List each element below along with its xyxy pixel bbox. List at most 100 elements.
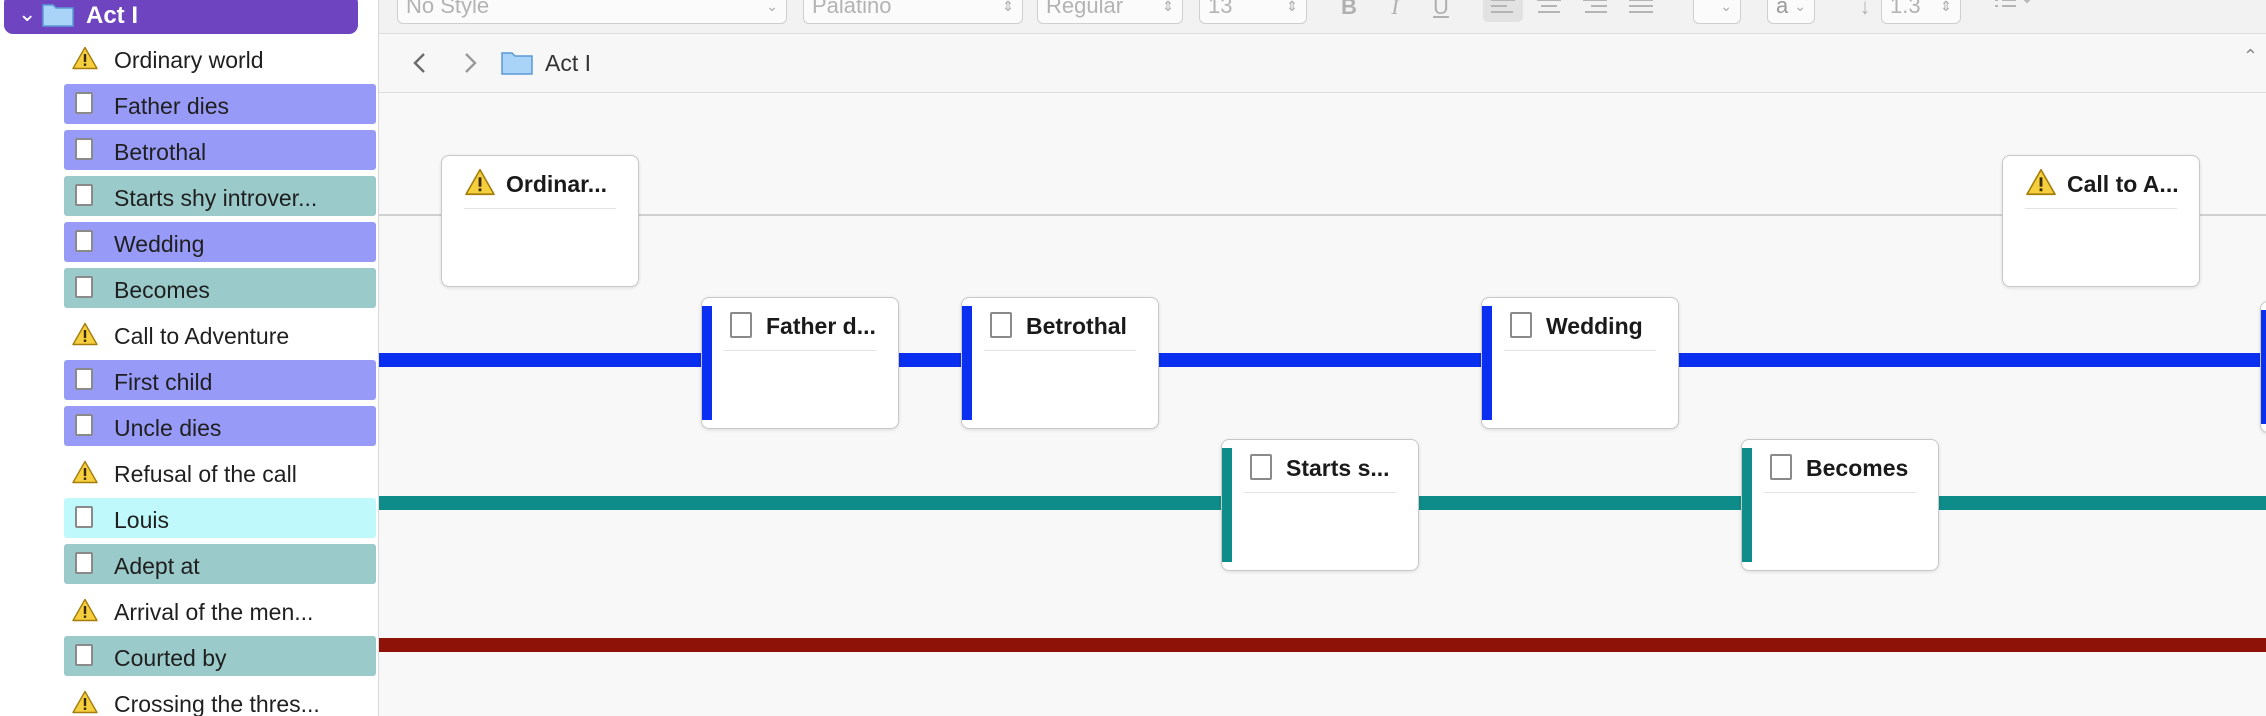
warning-icon [72,46,98,70]
document-icon [75,414,93,436]
warning-icon [2025,168,2057,196]
sidebar-item[interactable]: Starts shy introver... [64,176,376,216]
align-right-button[interactable] [1575,0,1615,22]
sidebar-item[interactable]: Arrival of the men... [64,590,376,630]
sidebar-item[interactable]: Becomes [64,268,376,308]
document-icon [1770,454,1792,480]
sidebar-item[interactable]: Refusal of the call [64,452,376,492]
card-divider [724,350,876,351]
underline-button[interactable]: U [1433,0,1449,19]
list-button[interactable] [1985,0,2041,22]
chevron-down-icon: ⌄ [766,0,778,14]
card-title: Starts s... [1286,455,1390,481]
document-icon [75,552,93,574]
sidebar-item-label: Arrival of the men... [114,599,314,625]
sidebar-item[interactable]: Betrothal [64,130,376,170]
justify-button[interactable] [1621,0,1661,22]
collapse-icon[interactable]: ⌃ [2242,46,2258,66]
document-icon [75,92,93,114]
sidebar-item[interactable]: Ordinary world [64,38,376,78]
card-divider [1764,492,1916,493]
timeline-card[interactable]: Father d... [701,297,899,429]
font-select[interactable]: Palatino ⇕ [803,0,1023,24]
timeline-card[interactable]: Betrothal [961,297,1159,429]
sidebar-item-label: First child [114,369,213,395]
sidebar-item-label: Crossing the thres... [114,691,320,716]
sidebar-item-label: Call to Adventure [114,323,290,349]
card-color-stripe [1742,448,1752,562]
text-color-label: a [1776,0,1789,18]
chevron-left-icon[interactable] [405,48,435,78]
folder-icon [42,4,74,27]
sidebar-item[interactable]: Adept at [64,544,376,584]
line-spacing-icon: ↓ [1859,0,1871,19]
document-icon [75,276,93,298]
card-color-stripe [1482,306,1492,420]
sidebar-item-label: Father dies [114,93,230,119]
sidebar-item[interactable]: Call to Adventure [64,314,376,354]
timeline-card[interactable]: Call to A... [2002,155,2200,287]
warning-icon [72,460,98,484]
sidebar-item-act-i[interactable]: ⌄ Act I [4,0,358,34]
style-select-value: No Style [406,0,490,18]
warning-icon [72,46,98,70]
timeline-card[interactable]: Wedding [1481,297,1679,429]
document-icon [75,230,93,252]
card-title: Betrothal [1026,313,1127,339]
timeline-card-partial[interactable] [2260,301,2266,433]
sidebar-item-label: Starts shy introver... [114,185,318,211]
timeline-card[interactable]: Starts s... [1221,439,1419,571]
font-weight-select[interactable]: Regular ⇕ [1037,0,1183,24]
warning-icon [72,322,98,346]
card-divider [1244,492,1396,493]
card-color-stripe [962,306,972,420]
stepper-icon: ⇕ [1940,0,1952,14]
line-spacing-value: 1.3 [1890,0,1921,18]
italic-button[interactable]: I [1391,0,1399,19]
sidebar-item[interactable]: Crossing the thres... [64,682,376,716]
document-icon [75,184,93,206]
chevron-down-icon: ⌄ [1720,0,1732,14]
sidebar-item[interactable]: Uncle dies [64,406,376,446]
timeline-card[interactable]: Ordinar... [441,155,639,287]
timeline-lane-red [379,638,2266,652]
document-icon [1510,312,1532,338]
document-icon [75,506,93,528]
align-left-button[interactable] [1483,0,1523,22]
sidebar-item[interactable]: Louis [64,498,376,538]
card-title: Father d... [766,313,876,339]
sidebar-item[interactable]: Courted by [64,636,376,676]
list-icon [1995,0,2031,7]
line-spacing-select[interactable]: 1.3 ⇕ [1881,0,1961,24]
warning-icon [72,690,98,714]
chevron-down-icon: ⌄ [1794,0,1806,14]
sidebar-item[interactable]: First child [64,360,376,400]
font-size-select[interactable]: 13 ⇕ [1199,0,1307,24]
sidebar-item-label: Becomes [114,277,210,303]
chevron-down-icon[interactable]: ⌄ [18,1,37,26]
style-select[interactable]: No Style ⌄ [397,0,787,24]
text-color-select[interactable]: a ⌄ [1767,0,1815,24]
justify-icon [1629,0,1653,13]
highlight-color-select[interactable]: ⌄ [1693,0,1741,24]
card-divider [464,208,616,209]
sidebar-item-label: Uncle dies [114,415,222,441]
sidebar-item-label: Courted by [114,645,227,671]
warning-icon [72,460,98,484]
document-icon [990,312,1012,338]
bold-button[interactable]: B [1341,0,1357,19]
document-icon [730,312,752,338]
chevron-right-icon[interactable] [455,48,485,78]
warning-icon [72,598,98,622]
format-toolbar: No Style ⌄ Palatino ⇕ Regular ⇕ 13 ⇕ B I… [379,0,2266,34]
card-title: Ordinar... [506,171,607,197]
document-icon [75,368,93,390]
sidebar-item[interactable]: Father dies [64,84,376,124]
stepper-icon: ⇕ [1162,0,1174,14]
align-center-button[interactable] [1529,0,1569,22]
stepper-icon: ⇕ [1286,0,1298,14]
card-divider [984,350,1136,351]
sidebar-item-label: Ordinary world [114,47,264,73]
timeline-card[interactable]: Becomes [1741,439,1939,571]
sidebar-item[interactable]: Wedding [64,222,376,262]
